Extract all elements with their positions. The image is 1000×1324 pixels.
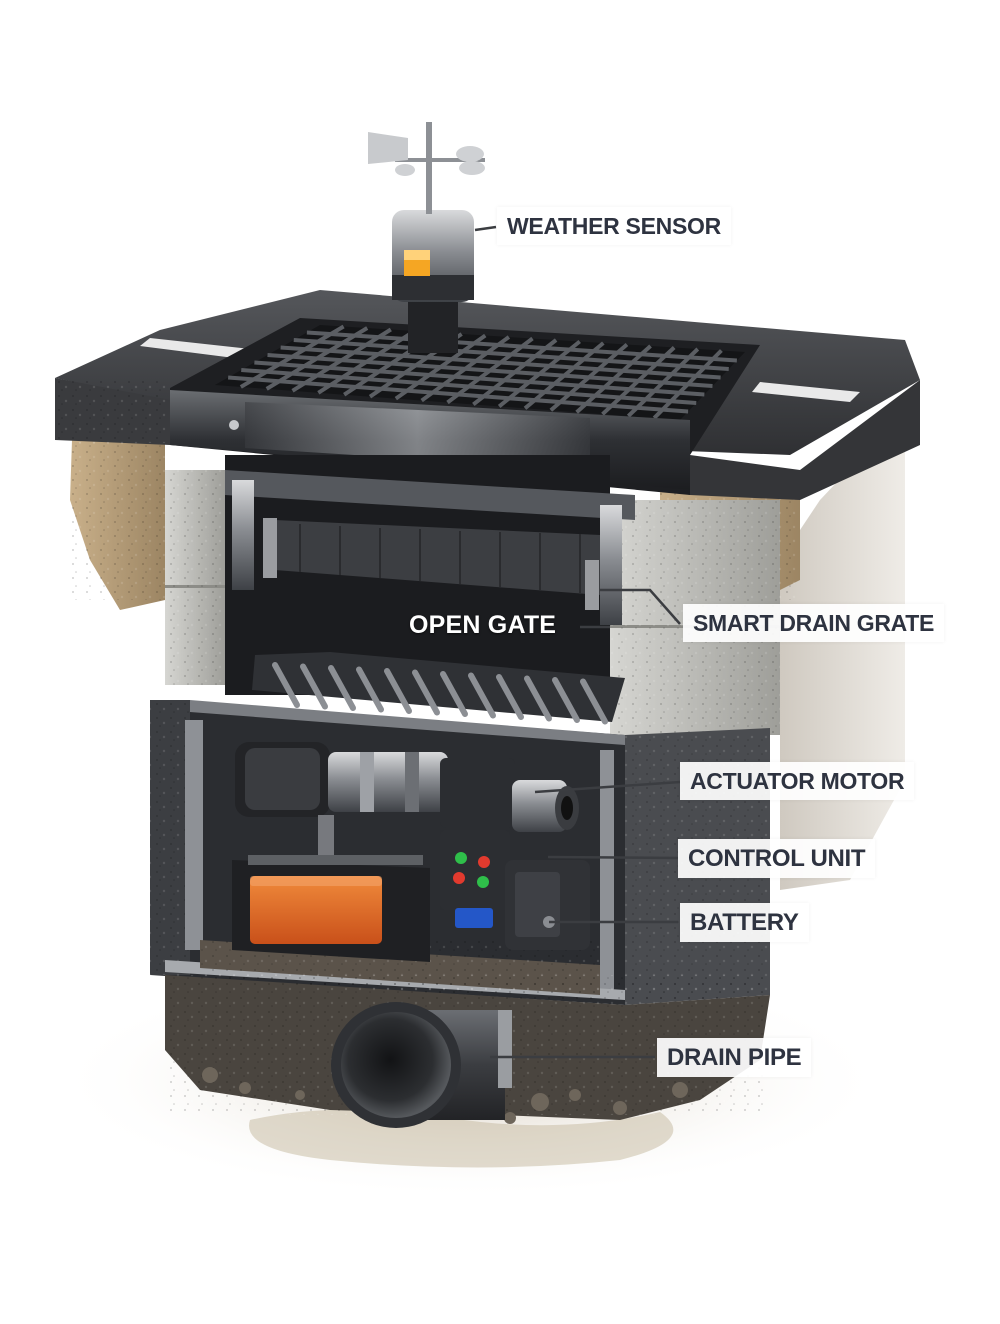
asphalt-front-right xyxy=(690,380,920,500)
lower-grate-bar xyxy=(384,668,412,714)
lower-grate-bar xyxy=(552,677,580,723)
battery-label: BATTERY xyxy=(680,903,809,942)
smart-drain-grate-label: SMART DRAIN GRATE xyxy=(683,604,945,642)
grate-bar-horizontal xyxy=(306,330,738,363)
weather-sensor-drawing xyxy=(368,122,485,353)
leader-lines xyxy=(474,225,681,1059)
grate-bar-horizontal xyxy=(280,345,721,380)
grate-bar-horizontal xyxy=(227,375,689,414)
lower-grate-bar xyxy=(580,678,608,725)
grate-bar-horizontal xyxy=(254,360,705,397)
weather-sensor-label: WEATHER SENSOR xyxy=(497,207,731,245)
road-marking-right xyxy=(752,382,860,402)
water-puddle xyxy=(249,1109,674,1168)
control-unit-label: CONTROL UNIT xyxy=(678,839,876,878)
top-grate xyxy=(215,324,745,420)
lower-grate-bar xyxy=(412,669,440,716)
battery-drawing xyxy=(250,876,382,944)
lower-grate-bar xyxy=(272,662,300,708)
lower-grate xyxy=(252,652,625,722)
road-marking-left xyxy=(140,338,260,360)
grate-bar-horizontal xyxy=(267,353,713,388)
lower-grate-bar xyxy=(300,663,328,710)
open-gate-label: OPEN GATE xyxy=(409,611,557,639)
actuator-motor-label: ACTUATOR MOTOR xyxy=(680,762,915,800)
actuator-motor-drawing xyxy=(235,742,579,855)
lower-grate-bar xyxy=(328,665,356,711)
grate-bar-horizontal xyxy=(241,368,697,405)
lower-grate-bar xyxy=(524,675,552,722)
drain-pipe-label: DRAIN PIPE xyxy=(657,1038,812,1077)
grate-bar-horizontal xyxy=(293,338,729,371)
gate-rail-top xyxy=(225,470,635,520)
lower-grate-bar xyxy=(468,672,496,719)
sliding-gate xyxy=(275,520,600,595)
lower-grate-bar xyxy=(496,674,524,720)
drain-pipe-drawing xyxy=(331,1002,512,1128)
lower-grate-bar xyxy=(356,666,384,713)
control-unit-drawing xyxy=(440,830,590,950)
lower-grate-bar xyxy=(440,671,468,717)
